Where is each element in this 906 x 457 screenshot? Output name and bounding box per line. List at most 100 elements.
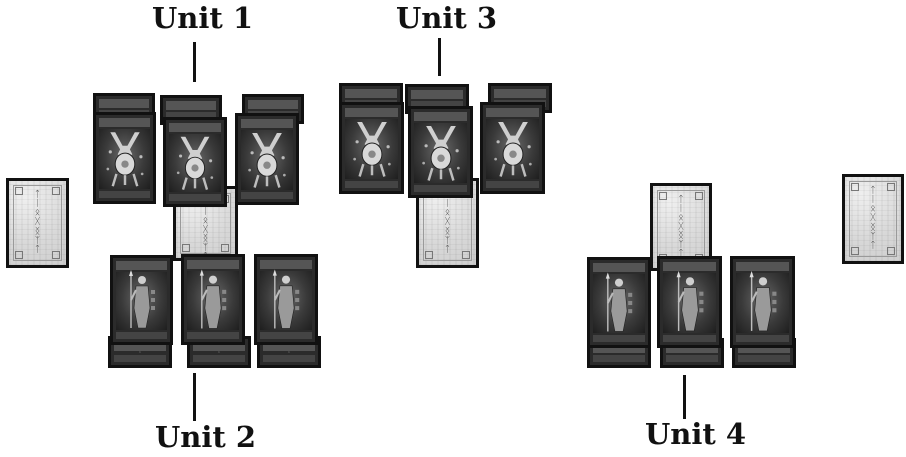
card-title-bar [187,260,239,269]
card-footer-bar [193,355,245,362]
rune-glyph-icon: ᛟ [444,208,451,219]
rune-glyph-icon: ᛏ [870,186,876,197]
card-footer-bar [263,355,315,362]
beast-figure-icon [176,136,214,190]
rune-glyph-icon: ᚷ [34,217,41,228]
card-title-bar [411,90,463,99]
rune-glyph-icon: ᛝ [202,234,209,244]
card-corner-ornament [15,251,23,259]
rune-glyph-icon: ᛝ [870,222,876,233]
card-title-bar [99,118,150,127]
unit-1-leader-line [193,42,196,82]
rune-glyph-icon: ᛝ [34,226,41,237]
card-footer-bar [260,332,312,339]
unit-2-spearman-card [181,254,245,345]
card-footer-bar [187,332,239,339]
unit-4-spearman-card [657,256,722,348]
card-title-bar [663,262,716,271]
card-corner-ornament [221,244,229,252]
unit-3-leader-line [438,38,441,76]
spearman-figure-icon [139,351,141,353]
rune-glyph-icon: ᛟ [870,204,876,215]
rune-glyph-icon: ᚷ [202,225,209,235]
card-title-bar [738,344,790,353]
card-title-bar [193,342,245,351]
card-corner-ornament [887,183,895,191]
card-corner-ornament [182,244,190,252]
card-corner-ornament [425,251,433,259]
spearman-figure-icon [218,351,220,353]
unit-3-creature-card [480,102,545,194]
unit-1-creature-card [235,113,299,205]
unit-2-spearman-card [254,254,318,345]
rune-glyph-icon: ᛉ [678,240,684,250]
rune-glyph-icon: ᛏ [678,195,684,205]
card-footer-bar [169,194,221,201]
card-footer-bar [593,355,645,362]
card-title-bar [114,342,166,351]
rune-glyph-icon: ᚷ [444,217,451,228]
spearman-figure-icon [749,271,776,332]
unit-1-creature-card [163,117,227,207]
unit-3-label: Unit 3 [396,1,498,35]
card-corner-ornament [851,183,859,191]
card-title-bar [736,262,789,271]
card-footer-bar [99,191,150,198]
beast-figure-icon [352,121,391,177]
card-footer-bar [738,355,790,362]
spearman-figure-icon [676,271,703,332]
unit-4-spearman-card [587,257,651,348]
card-title-bar [494,89,546,98]
card-corner-ornament [659,192,667,200]
unit-4-label: Unit 4 [645,417,747,451]
card-footer-bar [114,355,166,362]
card-title-bar [169,123,221,132]
card-footer-bar [411,101,463,108]
unit-2-leader-line [193,373,196,421]
unit-3-creature-card [339,102,404,194]
card-footer-bar [486,181,539,188]
rune-glyph-icon: ᛏ [34,190,41,201]
card-footer-bar [116,332,167,339]
rune-glyph-icon: ᛏ [444,244,451,255]
card-title-bar [241,119,293,128]
rune-glyph-icon: ᛏ [34,244,41,255]
rune-glyph-icon: ᛉ [870,231,876,242]
spearman-figure-icon [605,272,633,332]
card-corner-ornament [462,251,470,259]
rune-glyph-icon: ᛉ [444,235,451,246]
spearman-figure-icon [128,270,155,329]
rune-glyph-icon: ᛏ [678,249,684,259]
unit-4-spearman-card [730,256,795,348]
card-title-bar [593,263,645,272]
unit-1-creature-card [93,112,156,204]
beast-figure-icon [493,121,532,177]
rune-glyph-icon: ᛝ [444,226,451,237]
rune-glyph-icon: ᚷ [870,213,876,224]
rune-glyph-icon: ᛟ [678,213,684,223]
card-footer-bar [666,355,718,362]
card-corner-ornament [851,247,859,255]
card-corner-ornament [695,192,703,200]
card-title-bar [116,261,167,270]
card-title-bar [263,342,315,351]
card-footer-bar [736,335,789,342]
card-back-border [849,181,897,257]
rune-glyph-icon: ᛁ [202,207,209,217]
card-footer-bar [241,192,293,199]
unit-4-leader-line [683,375,686,419]
spearman-figure-icon [199,269,227,329]
rune-glyph-icon: ᛉ [202,243,209,253]
rune-glyph-icon: ᛏ [870,240,876,251]
card-corner-ornament [52,187,60,195]
rune-glyph-icon: ᛁ [34,199,41,210]
spearman-figure-icon [288,351,290,353]
card-title-bar [248,100,298,109]
spearman-figure-icon [272,269,300,329]
